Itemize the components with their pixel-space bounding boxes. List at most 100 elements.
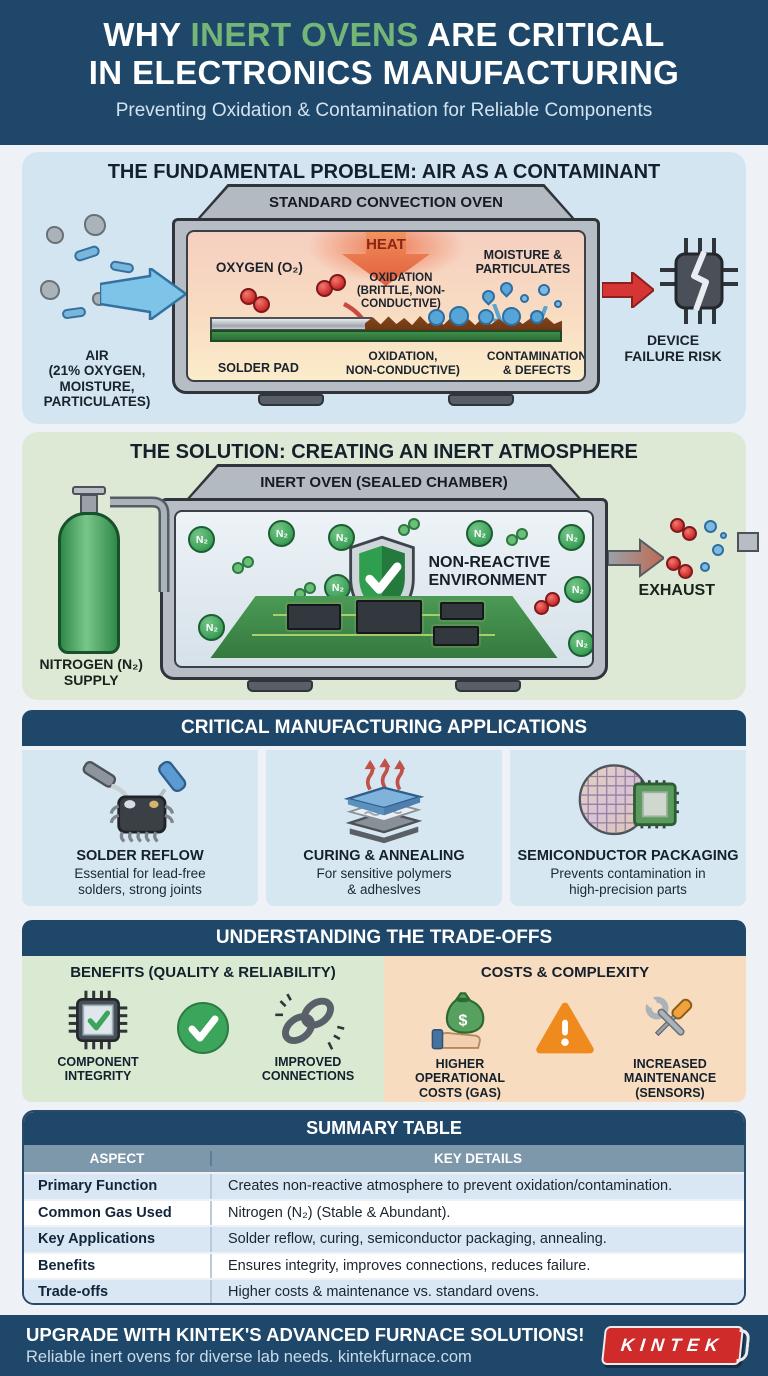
app-name: SOLDER REFLOW	[76, 848, 204, 864]
kintek-logo: KINTEK	[600, 1326, 745, 1365]
warning-icon	[535, 989, 595, 1055]
gas-pair	[398, 524, 411, 536]
chain-link-icon	[275, 993, 345, 1050]
problem-panel: THE FUNDAMENTAL PROBLEM: AIR AS A CONTAM…	[22, 152, 746, 424]
app-desc: Prevents contamination in high-precision…	[550, 866, 706, 898]
particle-blob	[40, 280, 60, 300]
applications-header: CRITICAL MANUFACTURING APPLICATIONS	[22, 710, 746, 746]
exhaust-molecule	[681, 526, 697, 541]
air-zone: AIR (21% OXYGEN, MOISTURE, PARTICULATES)	[22, 184, 186, 416]
semiconductor-icon	[510, 756, 746, 848]
n2-molecule: N₂	[568, 630, 592, 657]
benefits-half: BENEFITS (QUALITY & RELIABILITY)	[22, 956, 384, 1102]
cost-label: HIGHER OPERATIONAL COSTS (GAS)	[414, 1057, 506, 1100]
exhaust-dot	[699, 562, 710, 572]
curing-icon	[266, 756, 502, 848]
gas-tube	[110, 496, 170, 592]
tradeoffs-section: UNDERSTANDING THE TRADE-OFFS BENEFITS (Q…	[22, 920, 746, 1102]
costs-icons: $ HIGHER OPERATIONAL COSTS (GAS)	[384, 989, 746, 1100]
exhaust-dot	[703, 520, 717, 533]
app-name: SEMICONDUCTOR PACKAGING	[517, 848, 739, 864]
gas-pair	[516, 528, 529, 540]
row-aspect: Primary Function	[24, 1174, 212, 1199]
tradeoffs-header: UNDERSTANDING THE TRADE-OFFS	[22, 920, 746, 956]
oven-foot	[247, 680, 314, 692]
row-detail: Higher costs & maintenance vs. standard …	[228, 1284, 540, 1301]
oxidation-top-label: OXIDATION (BRITTLE, NON- CONDUCTIVE)	[356, 272, 445, 310]
row-aspect: Common Gas Used	[24, 1200, 212, 1225]
n2-molecule: N₂	[558, 524, 586, 551]
inert-oven-feet	[187, 680, 580, 692]
n2-molecule: N₂	[466, 520, 494, 547]
cost-label: INCREASED MAINTENANCE (SENSORS)	[623, 1057, 717, 1100]
air-label: AIR (21% OXYGEN, MOISTURE, PARTICULATES)	[43, 347, 151, 410]
problem-diagram: AIR (21% OXYGEN, MOISTURE, PARTICULATES)…	[22, 184, 746, 416]
app-desc: For sensitive polymers & adheslves	[316, 866, 452, 898]
oven-interior: HEAT OXYGEN (O₂) OXIDATION (BRITTLE, NON…	[185, 230, 587, 382]
oxygen-molecule	[328, 274, 346, 291]
pcb-chip	[432, 626, 479, 646]
oven-foot	[454, 680, 521, 692]
oven-feet	[198, 394, 575, 406]
col-header-aspect: ASPECT	[24, 1151, 212, 1166]
summary-table-body: Primary Function Creates non-reactive at…	[24, 1172, 744, 1303]
application-solder-reflow: SOLDER REFLOW Essential for lead-free so…	[22, 750, 258, 906]
row-detail: Nitrogen (N₂) (Stable & Abundant).	[228, 1204, 451, 1221]
check-circle-icon	[173, 989, 233, 1055]
n2-molecule: N₂	[268, 520, 296, 547]
inert-oven-top-plate: INERT OVEN (SEALED CHAMBER)	[187, 464, 580, 498]
footer-headline: UPGRADE WITH KINTEK'S ADVANCED FURNACE S…	[26, 1324, 585, 1345]
n2-molecule: N₂	[188, 526, 216, 553]
particle-dot	[537, 284, 550, 296]
application-curing: CURING & ANNEALING For sensitive polymer…	[266, 750, 502, 906]
applications-section: CRITICAL MANUFACTURING APPLICATIONS	[22, 710, 746, 906]
oxygen-molecule	[252, 296, 270, 313]
particle-blob	[46, 226, 64, 244]
gas-pair	[232, 562, 245, 574]
solution-title: THE SOLUTION: CREATING AN INERT ATMOSPHE…	[130, 441, 638, 463]
moisture-droplet	[479, 287, 498, 306]
exhaust-arrow	[607, 538, 664, 578]
environment-label: NON-REACTIVE ENVIRONMENT	[428, 554, 551, 590]
heat-label: HEAT	[366, 236, 406, 253]
component-integrity-item: COMPONENT INTEGRITY	[39, 989, 157, 1084]
particle-blob	[84, 214, 106, 236]
row-detail: Ensures integrity, improves connections,…	[228, 1257, 591, 1274]
inert-oven: INERT OVEN (SEALED CHAMBER) N₂ N₂ N₂ N₂ …	[160, 464, 759, 696]
gas-pair	[408, 518, 421, 530]
benefit-label: COMPONENT INTEGRITY	[57, 1055, 139, 1084]
solution-diagram: NITROGEN (N₂) SUPPLY INERT OVEN (SEALED …	[22, 464, 759, 696]
exhaust-dot	[719, 532, 727, 539]
gas-pair	[242, 556, 255, 568]
table-row: Trade-offs Higher costs & maintenance vs…	[24, 1278, 744, 1303]
chip-check-icon	[68, 990, 128, 1050]
footer-text: UPGRADE WITH KINTEK'S ADVANCED FURNACE S…	[26, 1324, 584, 1367]
title-suffix: ARE CRITICAL	[418, 16, 665, 53]
exhaust-pipe	[737, 532, 759, 552]
standard-oven-label: STANDARD CONVECTION OVEN	[201, 187, 572, 218]
n2-molecule: N₂	[564, 576, 592, 603]
money-bag-icon: $	[431, 992, 485, 1050]
failure-zone: DEVICE FAILURE RISK	[600, 184, 746, 416]
moisture-label: MOISTURE & PARTICULATES	[475, 248, 571, 276]
solder-board	[209, 306, 563, 344]
oven-foot	[257, 394, 324, 406]
footer: UPGRADE WITH KINTEK'S ADVANCED FURNACE S…	[0, 1315, 768, 1376]
nitrogen-zone: NITROGEN (N₂) SUPPLY	[22, 464, 170, 696]
oxidation-bottom-label: OXIDATION, NON-CONDUCTIVE)	[345, 349, 460, 377]
oven-top-plate: STANDARD CONVECTION OVEN	[198, 184, 575, 218]
inert-oven-label: INERT OVEN (SEALED CHAMBER)	[190, 467, 577, 498]
svg-text:$: $	[458, 1012, 467, 1029]
solder-pad-label: SOLDER PAD	[217, 361, 299, 375]
microbe-pill	[61, 306, 87, 320]
oven-body: HEAT OXYGEN (O₂) OXIDATION (BRITTLE, NON…	[171, 218, 601, 394]
failure-label: DEVICE FAILURE RISK	[624, 332, 722, 365]
benefits-title: BENEFITS (QUALITY & RELIABILITY)	[70, 964, 336, 981]
water-blob	[530, 310, 545, 324]
summary-table-columns: ASPECT KEY DETAILS	[24, 1145, 744, 1172]
title-prefix: WHY	[103, 16, 191, 53]
table-row: Primary Function Creates non-reactive at…	[24, 1172, 744, 1199]
pcb-chip	[286, 604, 341, 630]
exhaust-molecule	[665, 556, 681, 571]
